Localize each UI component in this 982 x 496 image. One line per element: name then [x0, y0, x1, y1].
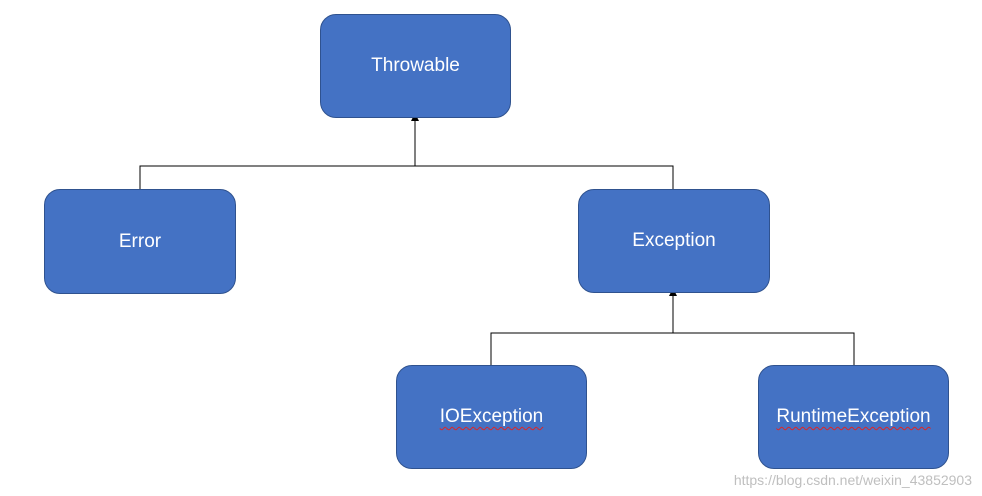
node-runtimeexception-label: RuntimeException	[776, 406, 931, 427]
connector-runtimeexception-to-exception	[673, 332, 855, 365]
node-exception-label: Exception	[632, 230, 716, 251]
source-watermark: https://blog.csdn.net/weixin_43852903	[733, 472, 972, 488]
node-error[interactable]: Error	[44, 189, 236, 294]
node-ioexception-label: IOException	[439, 406, 544, 427]
node-runtimeexception[interactable]: RuntimeException	[758, 365, 949, 469]
node-exception[interactable]: Exception	[578, 189, 770, 293]
connector-exception-to-throwable	[415, 165, 674, 189]
node-throwable-label: Throwable	[371, 55, 460, 76]
node-error-label: Error	[118, 230, 162, 252]
connector-ioexception-to-exception	[490, 332, 673, 365]
node-throwable[interactable]: Throwable	[320, 14, 511, 118]
connector-error-to-throwable	[139, 165, 415, 189]
node-ioexception[interactable]: IOException	[396, 365, 587, 469]
